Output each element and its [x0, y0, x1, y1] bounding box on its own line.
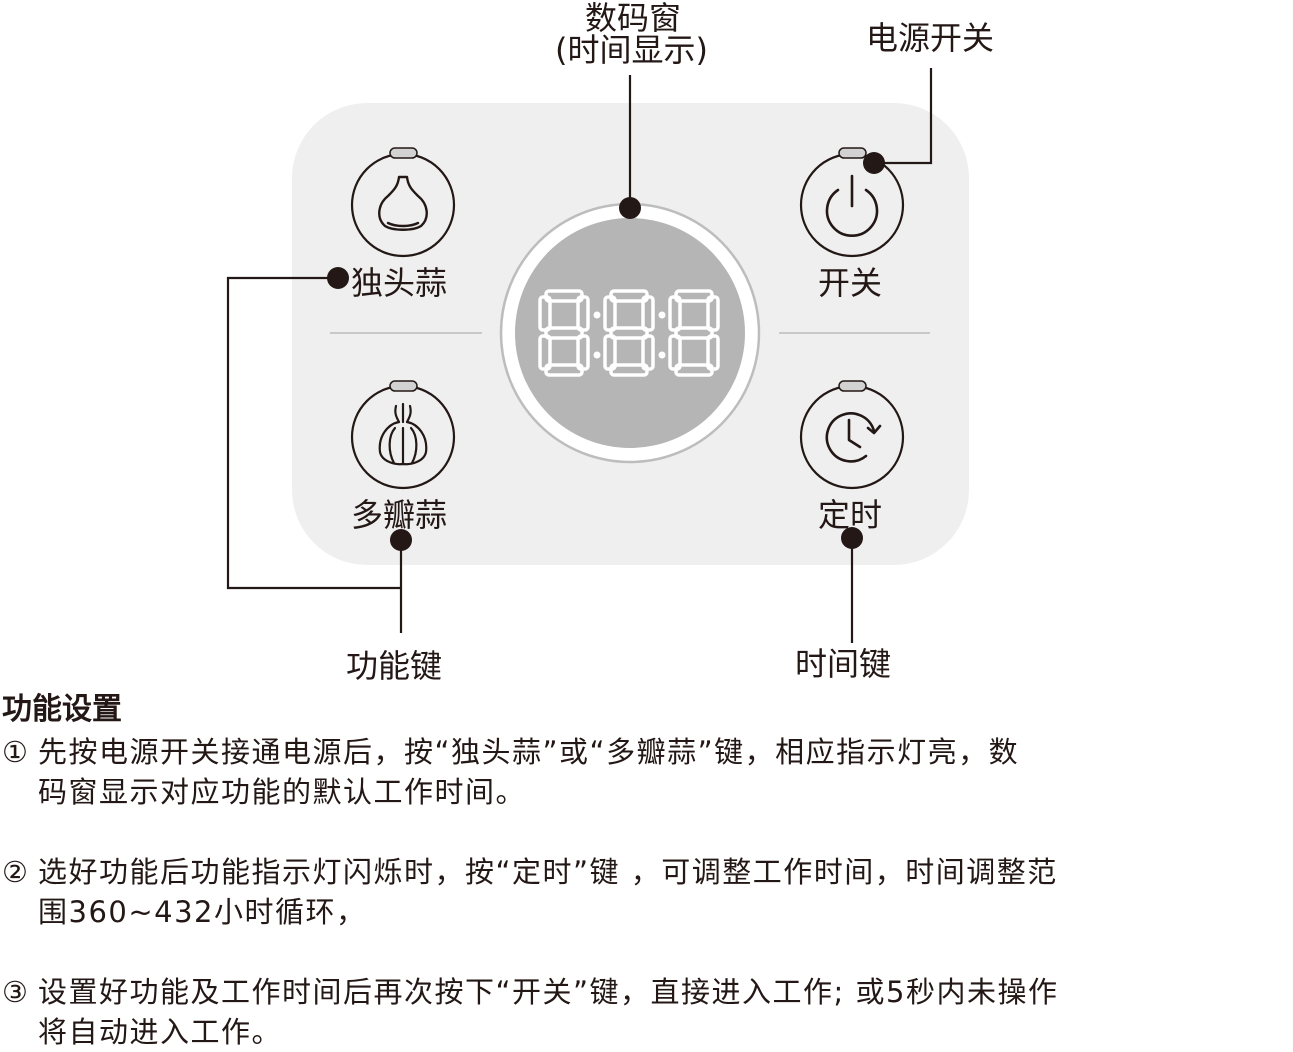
- multi-clove-garlic-button[interactable]: [350, 380, 456, 490]
- step-text-line: 先按电源开关接通电源后，按“独头蒜”或“多瓣蒜”键，相应指示灯亮，数: [38, 735, 1020, 769]
- instruction-step-2: ② 选好功能后功能指示灯闪烁时，按“定时”键 ，可调整工作时间，时间调整范 围3…: [2, 852, 1058, 932]
- segment: [609, 326, 649, 340]
- leader-dots: [327, 152, 885, 551]
- power-label: 开关: [818, 264, 883, 302]
- segment: [544, 326, 584, 340]
- step-text-line: 设置好功能及工作时间后再次按下“开关”键，直接进入工作; 或5秒内未操作: [38, 975, 1059, 1009]
- single-garlic-button[interactable]: [350, 147, 456, 258]
- step-text-line: 将自动进入工作。: [38, 1015, 283, 1049]
- step-text-line: 码窗显示对应功能的默认工作时间。: [38, 775, 527, 809]
- diagram-graphics: [226, 68, 969, 643]
- timer-button[interactable]: [799, 380, 905, 490]
- display-window-callout: 数码窗: [585, 0, 682, 37]
- instruction-step-1: ① 先按电源开关接通电源后，按“独头蒜”或“多瓣蒜”键，相应指示灯亮，数 码窗显…: [2, 732, 1019, 812]
- colon-dot: [593, 351, 601, 359]
- seven-segment-digits: [538, 289, 720, 377]
- multi-clove-garlic-label: 多瓣蒜: [351, 496, 448, 534]
- indicator-light: [838, 147, 867, 159]
- step-number: ②: [2, 855, 30, 889]
- segment: [674, 326, 714, 340]
- power-switch-callout: 电源开关: [866, 19, 995, 57]
- power-button[interactable]: [799, 147, 905, 258]
- indicator-light: [389, 380, 418, 392]
- leader-lines: [226, 68, 933, 643]
- colon-dot: [658, 351, 666, 359]
- multi-clove-garlic-icon: [378, 402, 428, 466]
- instructions-title: 功能设置: [2, 692, 122, 727]
- indicator-light: [838, 380, 867, 392]
- timer-icon: [825, 412, 882, 463]
- time-key-callout: 时间键: [795, 645, 892, 683]
- single-garlic-label: 独头蒜: [351, 264, 448, 302]
- display-window: [499, 202, 761, 464]
- indicator-light: [389, 147, 418, 159]
- power-icon: [825, 174, 879, 237]
- step-number: ①: [2, 735, 30, 769]
- colon-dot: [593, 311, 601, 319]
- timer-label: 定时: [818, 496, 883, 534]
- step-text-line: 选好功能后功能指示灯闪烁时，按“定时”键 ，可调整工作时间，时间调整范: [38, 855, 1058, 889]
- colon-dot: [658, 311, 666, 319]
- step-number: ③: [2, 975, 30, 1009]
- instruction-step-3: ③ 设置好功能及工作时间后再次按下“开关”键，直接进入工作; 或5秒内未操作 将…: [2, 972, 1059, 1052]
- step-text-line: 围360~432小时循环，: [38, 895, 367, 929]
- control-panel-diagram: 数码窗 (时间显示) 电源开关 功能键 时间键 独头蒜 开关 多瓣蒜 定时: [226, 0, 995, 685]
- function-key-callout: 功能键: [346, 647, 443, 685]
- display-window-callout-sub: (时间显示): [555, 31, 708, 69]
- single-garlic-icon: [378, 175, 428, 231]
